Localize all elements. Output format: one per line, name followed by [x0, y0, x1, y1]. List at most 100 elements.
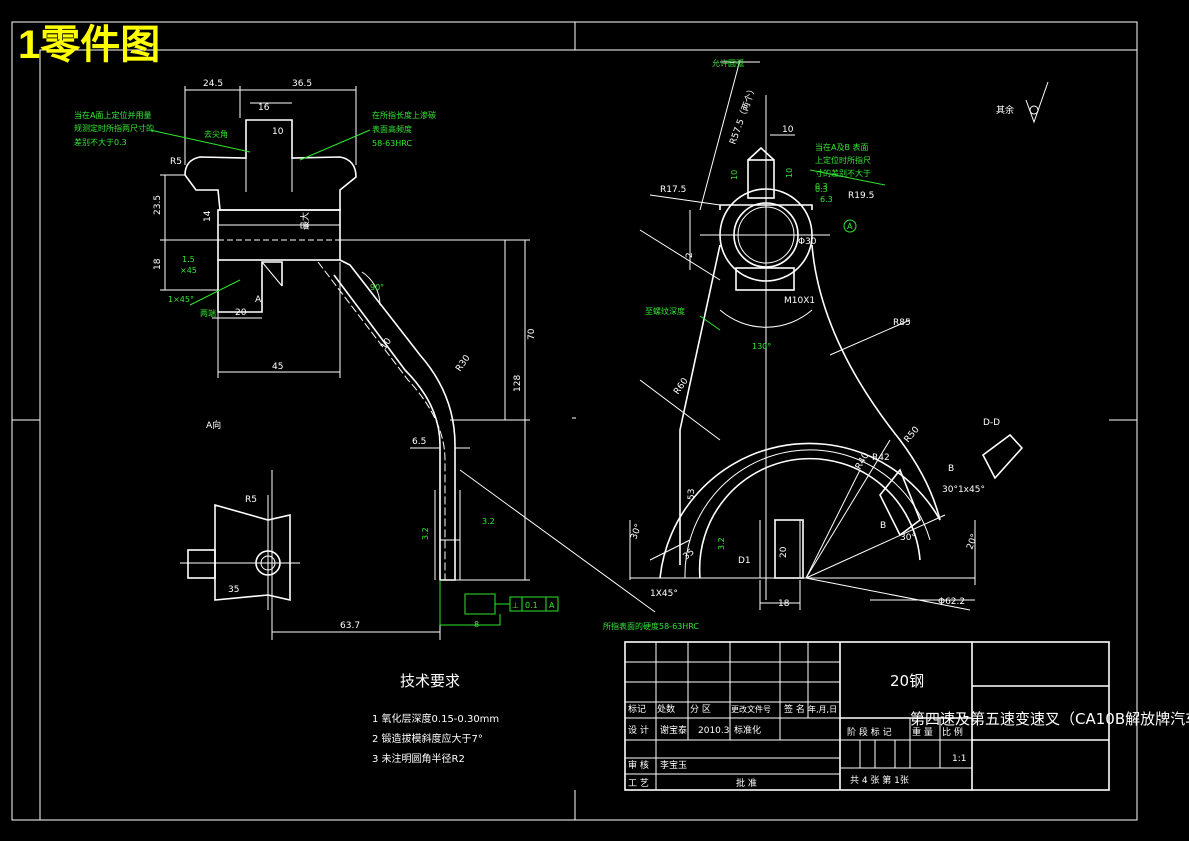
svg-text:至螺纹深度: 至螺纹深度	[645, 306, 685, 316]
svg-text:设 计: 设 计	[628, 724, 649, 736]
svg-text:A: A	[549, 601, 555, 610]
svg-text:3 未注明圆角半径R2: 3 未注明圆角半径R2	[372, 752, 465, 765]
svg-text:14: 14	[203, 210, 213, 222]
svg-text:M10X1: M10X1	[784, 296, 815, 306]
svg-text:3.2: 3.2	[717, 537, 726, 550]
svg-text:批 准: 批 准	[736, 777, 757, 789]
svg-text:35: 35	[228, 585, 239, 595]
svg-text:20°: 20°	[965, 533, 980, 551]
svg-text:70: 70	[527, 328, 537, 340]
svg-text:规测定时所指两尺寸的: 规测定时所指两尺寸的	[74, 123, 154, 133]
svg-text:0.1: 0.1	[525, 601, 538, 610]
svg-text:16: 16	[258, 103, 270, 113]
svg-text:2 锻造拔模斜度应大于7°: 2 锻造拔模斜度应大于7°	[372, 732, 483, 745]
svg-text:R5: R5	[170, 157, 182, 167]
svg-text:3.2: 3.2	[421, 527, 430, 540]
svg-text:技术要求: 技术要求	[400, 672, 460, 690]
svg-text:其余: 其余	[996, 104, 1014, 116]
svg-text:阶 段 标 记: 阶 段 标 记	[847, 726, 892, 738]
svg-text:30°: 30°	[900, 533, 916, 543]
left-front-view	[160, 86, 656, 640]
svg-text:6.3: 6.3	[820, 195, 833, 204]
svg-text:1:1: 1:1	[952, 754, 966, 764]
svg-text:R57.5（两个）: R57.5（两个）	[727, 84, 759, 146]
right-dimension-texts: R57.5（两个） R17.5 10 2 R19.5 Φ30 R85 130° …	[629, 84, 985, 609]
svg-text:10: 10	[730, 170, 739, 180]
svg-text:90°: 90°	[370, 283, 384, 292]
svg-text:R17.5: R17.5	[660, 185, 686, 195]
svg-text:R50: R50	[903, 425, 922, 445]
svg-text:3.2: 3.2	[482, 517, 495, 526]
svg-text:10: 10	[785, 168, 794, 178]
svg-text:比 例: 比 例	[942, 726, 963, 738]
svg-text:1.5: 1.5	[182, 255, 195, 264]
left-dimension-texts: 24.5 36.5 16 10 R5 23.5 14 18 20 45 1.5 …	[153, 79, 537, 631]
svg-text:D-D: D-D	[983, 418, 1000, 428]
right-side-view	[629, 59, 1024, 611]
svg-text:标准化: 标准化	[734, 724, 761, 736]
svg-text:A向: A向	[206, 419, 221, 431]
svg-text:2010.3: 2010.3	[698, 726, 730, 736]
svg-text:B: B	[880, 521, 886, 531]
svg-text:24.5: 24.5	[203, 79, 223, 89]
svg-text:R19.5: R19.5	[848, 191, 874, 201]
svg-text:23.5: 23.5	[153, 195, 163, 215]
svg-text:谢宝泰: 谢宝泰	[660, 724, 687, 736]
svg-text:36.5: 36.5	[292, 79, 312, 89]
svg-text:1X45°: 1X45°	[650, 589, 678, 599]
svg-text:1 氧化层深度0.15-0.30mm: 1 氧化层深度0.15-0.30mm	[372, 712, 499, 725]
svg-text:2: 2	[685, 252, 695, 258]
svg-text:10: 10	[782, 125, 794, 135]
svg-text:签 名: 签 名	[784, 703, 805, 715]
svg-text:寸的差别不大于: 寸的差别不大于	[815, 168, 871, 178]
svg-text:更改文件号: 更改文件号	[731, 704, 771, 714]
svg-text:1×45°: 1×45°	[168, 295, 194, 304]
svg-text:30°1x45°: 30°1x45°	[942, 485, 985, 495]
svg-text:R85: R85	[893, 318, 911, 328]
svg-text:上定位时所指尺: 上定位时所指尺	[815, 155, 871, 165]
svg-text:Φ62.2: Φ62.2	[938, 597, 965, 607]
svg-text:0.3: 0.3	[815, 185, 828, 194]
tech-requirements: 技术要求 1 氧化层深度0.15-0.30mm 2 锻造拔模斜度应大于7° 3 …	[372, 672, 499, 765]
svg-text:第四速及第五速变速叉（CA10B解放牌汽车）: 第四速及第五速变速叉（CA10B解放牌汽车）	[910, 710, 1189, 728]
svg-text:分 区: 分 区	[690, 704, 711, 715]
svg-text:18: 18	[778, 599, 790, 609]
svg-text:最大: 最大	[299, 212, 311, 230]
svg-text:20: 20	[235, 308, 247, 318]
svg-text:10: 10	[272, 127, 284, 137]
svg-text:共 4 张 第 1张: 共 4 张 第 1张	[850, 774, 909, 786]
svg-text:Φ30: Φ30	[798, 237, 817, 247]
svg-text:在所指长度上渗碳: 在所指长度上渗碳	[372, 110, 436, 120]
a-view	[180, 495, 300, 610]
svg-text:D1: D1	[738, 556, 751, 566]
svg-text:58-63HRC: 58-63HRC	[372, 139, 412, 148]
right-annotation-notes: 允许圆弧 当在A及B 表面 上定位时所指尺 寸的差别不大于 0.3 至螺纹深度 …	[603, 58, 1049, 631]
svg-text:当在A面上定位并用量: 当在A面上定位并用量	[74, 110, 151, 120]
svg-text:×45: ×45	[180, 266, 197, 275]
svg-text:处数: 处数	[657, 703, 675, 715]
svg-text:⊥: ⊥	[512, 601, 519, 610]
svg-text:B: B	[948, 464, 954, 474]
svg-text:差别不大于0.3: 差别不大于0.3	[74, 137, 127, 147]
svg-text:A: A	[255, 295, 262, 305]
svg-text:当在A及B 表面: 当在A及B 表面	[815, 142, 869, 152]
svg-text:重 量: 重 量	[912, 726, 933, 738]
svg-text:工 艺: 工 艺	[628, 778, 649, 789]
svg-text:128: 128	[513, 375, 523, 392]
svg-text:两端: 两端	[200, 308, 216, 318]
svg-text:53: 53	[687, 489, 697, 500]
svg-text:R40: R40	[854, 451, 872, 472]
svg-text:30°: 30°	[629, 523, 644, 541]
svg-text:允许圆弧: 允许圆弧	[712, 58, 744, 68]
svg-text:审 核: 审 核	[628, 759, 649, 771]
gdt-frame: ⊥ 0.1 A	[439, 580, 559, 626]
svg-text:18: 18	[153, 258, 163, 270]
svg-text:标记: 标记	[628, 703, 646, 715]
svg-text:R42: R42	[872, 453, 890, 463]
svg-text:A: A	[847, 222, 853, 231]
svg-text:去尖角: 去尖角	[204, 129, 228, 139]
svg-text:0.3: 0.3	[815, 182, 828, 191]
svg-text:130°: 130°	[752, 342, 771, 351]
svg-text:6.5: 6.5	[412, 437, 426, 447]
